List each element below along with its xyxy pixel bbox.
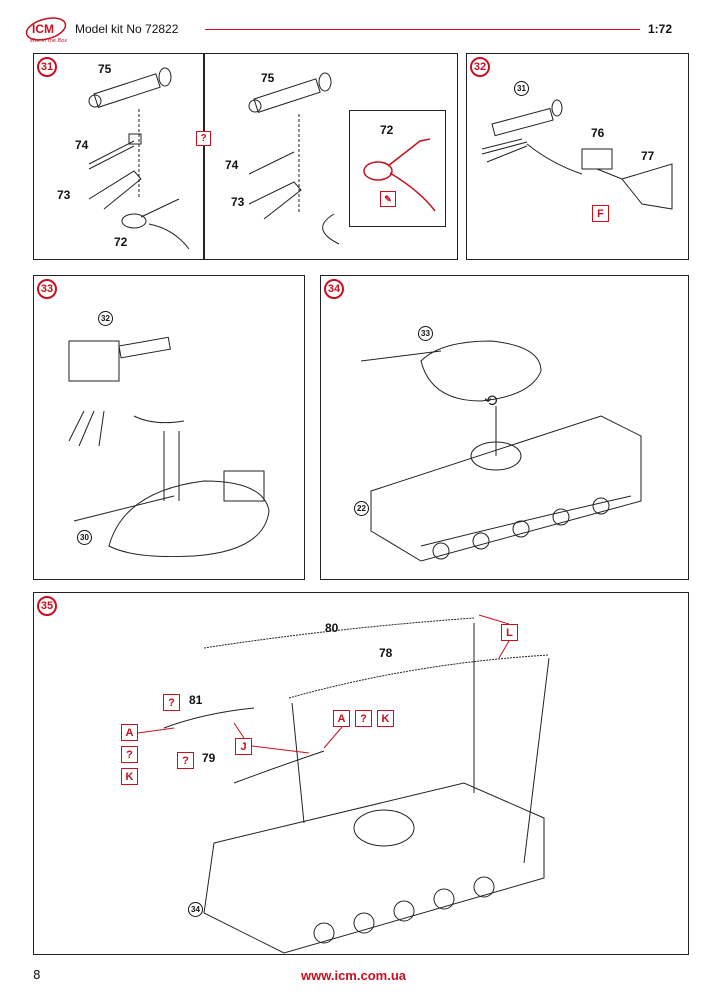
left-tag-a: A <box>121 724 138 741</box>
step-31-panel: 31 75 74 73 72 ? 75 74 73 72 ✎ <box>33 53 458 260</box>
paint-brush-icon: ✎ <box>380 191 396 207</box>
step-number-33: 33 <box>37 279 57 299</box>
website-link[interactable]: www.icm.com.ua <box>301 968 406 983</box>
part-label-77: 77 <box>641 149 655 163</box>
part-label-79: 79 <box>202 751 216 765</box>
part-81-tag: ? <box>163 694 180 711</box>
page-number: 8 <box>33 968 41 982</box>
part-label-80: 80 <box>325 621 339 635</box>
turret-assembly-drawing <box>68 336 270 558</box>
variant-part-label-74: 74 <box>225 158 239 172</box>
part-label-81: 81 <box>189 693 203 707</box>
left-tag-k: K <box>121 768 138 785</box>
variant-tag: ? <box>196 131 211 146</box>
part-72-detail-inset: 72 ✎ <box>349 110 446 227</box>
scale-label: 1:72 <box>648 22 673 36</box>
step-number-32: 32 <box>470 57 490 77</box>
subassembly-ref-22: 22 <box>354 501 369 516</box>
svg-text:ICM: ICM <box>32 22 54 36</box>
right-tag-k: K <box>377 710 394 727</box>
variant-launcher-drawing <box>248 72 340 245</box>
rotate-arrow-icon: ⟲ <box>484 391 498 410</box>
step-number-34: 34 <box>324 279 344 299</box>
variant-part-label-75: 75 <box>261 71 275 85</box>
subassembly-ref-34: 34 <box>188 902 203 917</box>
header-divider <box>205 29 640 30</box>
kit-title: Model kit No 72822 <box>75 22 179 36</box>
part-label-75: 75 <box>98 62 112 76</box>
part-label-73: 73 <box>57 188 71 202</box>
step-35-panel: 35 80 78 81 79 ? ? A ? K J A ? K L 34 <box>33 592 689 955</box>
part-tag-f: F <box>592 205 609 222</box>
final-assembly-drawing <box>163 617 550 954</box>
right-tag-a: A <box>333 710 350 727</box>
subassembly-ref-33: 33 <box>418 326 433 341</box>
step-number-31: 31 <box>37 57 57 77</box>
part-label-72: 72 <box>114 235 128 249</box>
part-label-74: 74 <box>75 138 89 152</box>
launcher-assembly-drawing <box>88 67 190 250</box>
subassembly-ref-30: 30 <box>77 530 92 545</box>
center-tag-j: J <box>235 738 252 755</box>
right-tag-question: ? <box>355 710 372 727</box>
detail-part-label-72: 72 <box>380 123 394 137</box>
brand-tagline: Wor in the Box <box>30 38 68 44</box>
part-79-tag: ? <box>177 752 194 769</box>
vehicle-hull-drawing <box>360 340 642 562</box>
step-32-panel: 32 31 76 77 F <box>466 53 689 260</box>
launcher-mount-drawing <box>481 99 673 210</box>
subassembly-ref-31: 31 <box>514 81 529 96</box>
left-tag-question: ? <box>121 746 138 763</box>
step-number-35: 35 <box>37 596 57 616</box>
icm-logo: ICM Wor in the Box <box>24 15 68 47</box>
part-label-78: 78 <box>379 646 393 660</box>
part-label-76: 76 <box>591 126 605 140</box>
panel-divider <box>203 54 205 259</box>
step-34-panel: 34 33 22 ⟲ <box>320 275 689 580</box>
cable-tag-l: L <box>501 624 518 641</box>
variant-part-label-73: 73 <box>231 195 245 209</box>
subassembly-ref-32: 32 <box>98 311 113 326</box>
step-33-panel: 33 32 30 <box>33 275 305 580</box>
